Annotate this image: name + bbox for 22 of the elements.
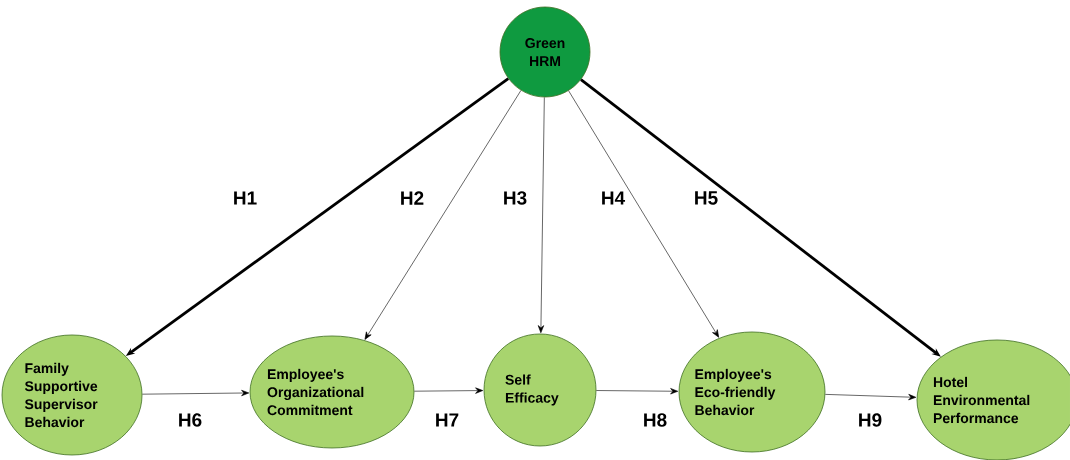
edge-label: H1	[234, 191, 257, 205]
ellipse-node: Self Efficacy	[483, 333, 597, 447]
arrow	[364, 90, 522, 340]
edge-label: H7	[436, 413, 459, 427]
ellipse-node: Employee's Eco-friendly Behavior	[678, 331, 826, 453]
edge-label: H5	[695, 191, 718, 205]
ellipse-node: Hotel Environmental Performance	[916, 339, 1070, 460]
edge-label: H8	[644, 413, 667, 427]
ellipse-node: Family Supportive Supervisor Behavior	[1, 334, 143, 456]
arrow	[537, 97, 545, 334]
arrow	[414, 387, 484, 394]
arrow	[825, 394, 917, 401]
arrow	[596, 388, 679, 395]
arrow	[142, 389, 250, 397]
edge-label: H4	[602, 191, 626, 205]
edge-label: H6	[179, 413, 202, 427]
edge-label: H9	[859, 413, 882, 427]
edge-label: H2	[401, 191, 424, 205]
circle-node: Green HRM	[499, 6, 591, 98]
arrow	[568, 90, 719, 338]
edge-label: H3	[504, 191, 527, 205]
ellipse-node: Employee's Organizational Commitment	[249, 335, 415, 449]
